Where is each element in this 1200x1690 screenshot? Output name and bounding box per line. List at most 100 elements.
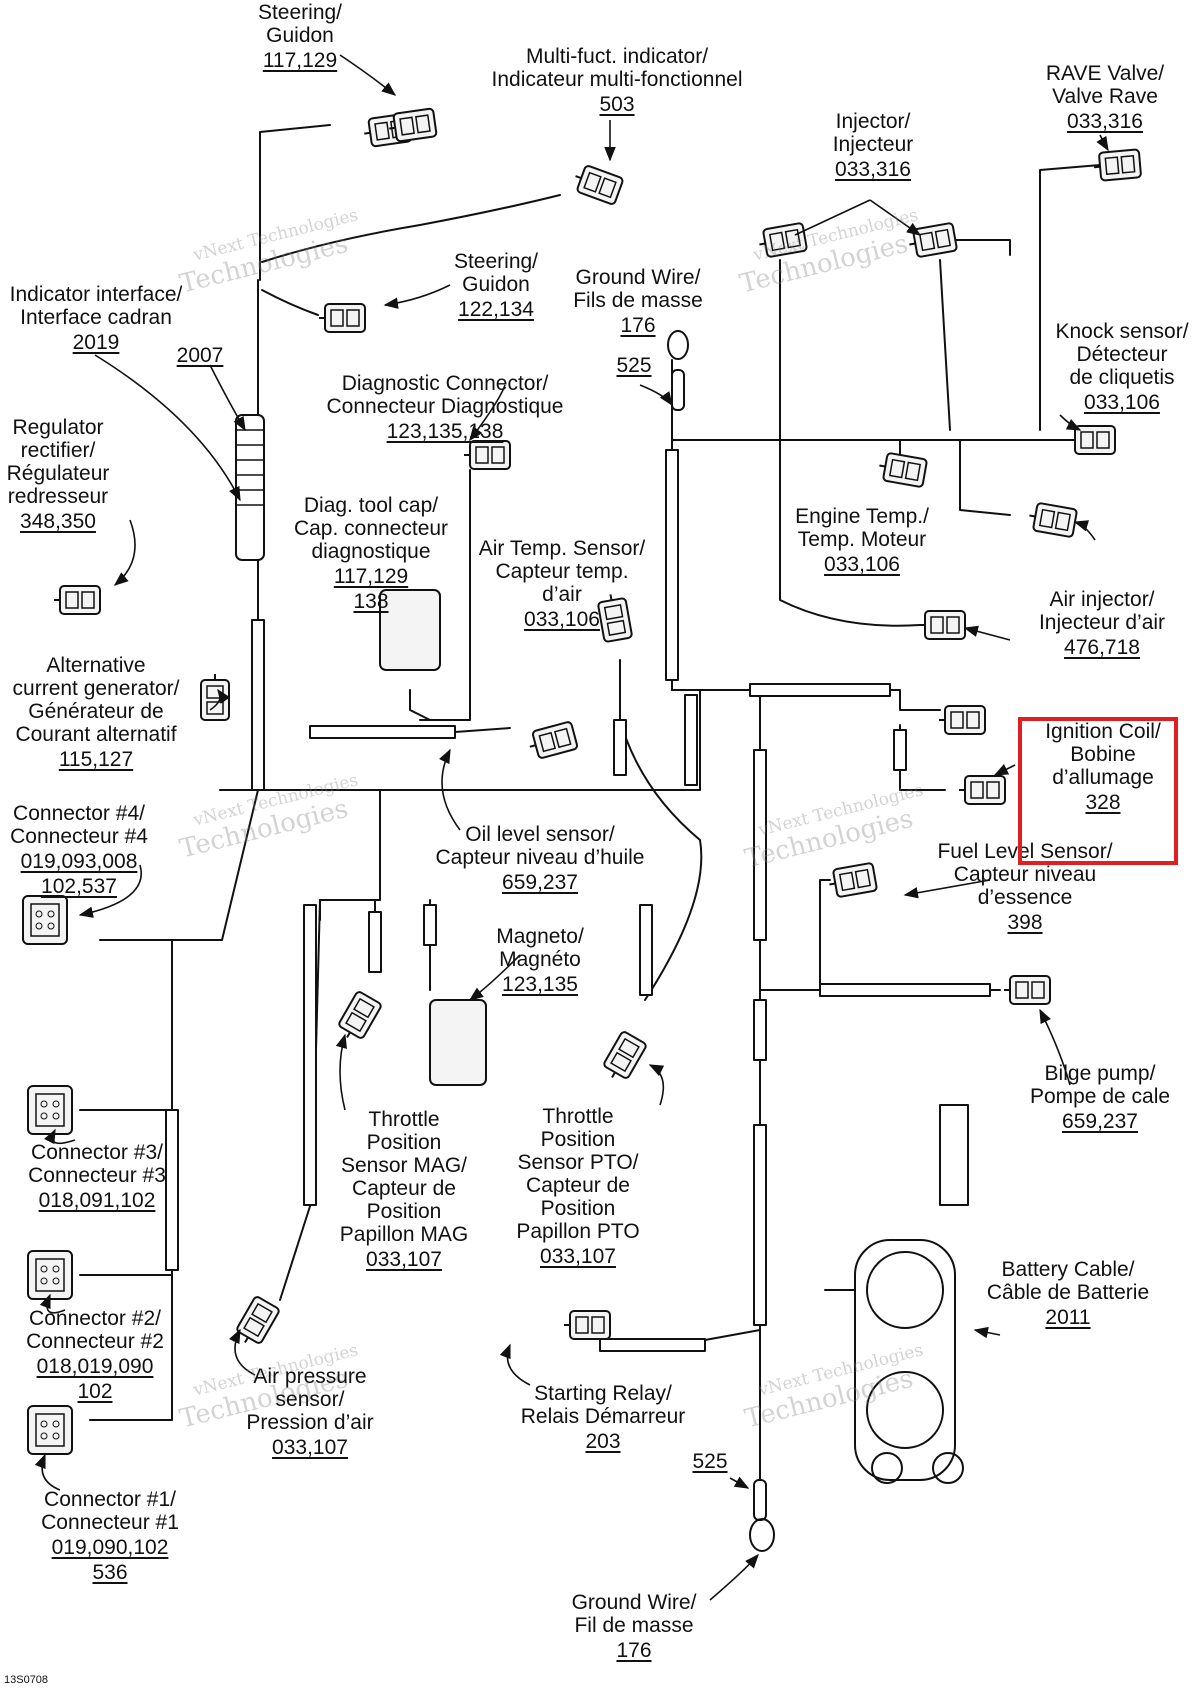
air-pressure-sensor-refs-number: 033,107 [272,1436,348,1459]
magneto-text-line: Magneto/ [496,925,584,948]
connector-1-refs2-number: 536 [92,1561,128,1584]
starting-relay-text-line: Starting Relay/ [534,1382,672,1405]
ignition-sleeve [893,729,907,771]
ignition-coil-refs-number: 328 [1085,791,1121,814]
engine-temp-text-line: Temp. Moteur [797,528,927,551]
throttle-position-sensor-pto-text-line: Throttle [542,1105,614,1128]
regulator-rectifier-text-line: Régulateur [6,462,110,485]
battery-terminal-1 [866,1251,944,1329]
fuel-level-wire [759,879,831,991]
connector-4-refs2-number: 102,537 [41,875,117,898]
steering-2-text-line: Steering/ [453,250,539,273]
connector-3-text-line: Connecteur #3 [28,1164,166,1187]
connector-4-refs-number: 019,093,008 [20,850,138,873]
rave-valve-text-line: Valve Rave [1052,85,1158,108]
diagnostic-connector-text-line: Diagnostic Connector/ [341,372,549,395]
pto-sleeve-2 [639,904,653,996]
starting-relay-text-line: Relais Démarreur [520,1405,686,1428]
indicator-interface-text-line: Indicator interface/ [9,283,183,306]
air-temp-wire [619,659,703,1001]
connector-3-refs-number: 018,091,102 [38,1189,156,1212]
steering-2-text-line: Guidon [462,273,530,296]
air-injector-text-line: Injecteur d’air [1038,611,1166,634]
rave-wire [1039,164,1101,431]
connector-1-text-line: Connector #1/ [44,1488,176,1511]
regulator-rectifier-text-line: rectifier/ [20,439,96,462]
oil-level-sensor-text-line: Oil level sensor/ [465,823,615,846]
mag-sleeve-2 [423,904,437,946]
ground-wire-2-text-line: Ground Wire/ [571,1591,697,1614]
center-sleeve-2 [684,694,698,786]
air-temp-sensor-text-line: Air Temp. Sensor/ [478,537,646,560]
mag-sleeve-1 [368,911,382,973]
magneto-text-line: Magnéto [499,948,581,971]
ref-525-top-tag: 525 [616,354,652,377]
steering-1-text-line: Steering/ [257,1,343,24]
battery-cable-text-line: Câble de Batterie [986,1281,1150,1304]
throttle-position-sensor-mag-text-line: Throttle [368,1108,440,1131]
battery-lug-ring-2 [932,1452,964,1484]
throttle-position-sensor-pto-text-line: Papillon PTO [516,1220,640,1243]
left-vertical-wire [89,939,173,1421]
steering2-wire [261,289,319,316]
battery-lug-ring-1 [871,1452,903,1484]
ref-2007-tag: 2007 [176,344,224,367]
air-pressure-sensor-text-line: sensor/ [275,1388,345,1411]
steering-2-refs-number: 122,134 [458,298,534,321]
air-injector-text-line: Air injector/ [1049,588,1155,611]
connector-1-refs-number: 019,090,102 [51,1536,169,1559]
ground-wire-2-text-line: Fil de masse [574,1614,694,1637]
knock-sensor-text-line: Détecteur [1076,343,1168,366]
ap-sleeve [303,904,317,1206]
lower-sleeve-2 [753,999,767,1061]
connector-2-text-line: Connector #2/ [29,1307,161,1330]
connector-2-text-line: Connecteur #2 [26,1330,164,1353]
ground-sleeve-bottom [753,1479,767,1521]
ground-ring-bottom [749,1518,775,1552]
connector-4-text-line: Connecteur #4 [10,825,148,848]
ref-525-bottom-tag: 525 [692,1450,728,1473]
bilge-pump-text-line: Bilge pump/ [1044,1062,1156,1085]
bilge-sleeve [819,983,991,997]
air-pressure-sensor-text-line: Pression d’air [246,1411,374,1434]
ignition-coil-text-line: Ignition Coil/ [1045,720,1161,743]
indicator-interface-text-line: Interface cadran [20,306,172,329]
throttle-position-sensor-pto-refs-number: 033,107 [540,1245,616,1268]
throttle-position-sensor-mag-text-line: Position [366,1200,442,1223]
left-diagonal-wire [99,789,259,941]
oil-level-sensor-refs-number: 659,237 [502,871,578,894]
bilge-pump-text-line: Pompe de cale [1029,1085,1171,1108]
throttle-position-sensor-pto-text-line: Capteur de [526,1174,630,1197]
steering-1-text-line: Guidon [266,24,334,47]
throttle-position-sensor-mag-text-line: Position [366,1131,442,1154]
diag-tool-cap-text-line: Diag. tool cap/ [303,494,439,517]
fuel-level-sensor-refs-number: 398 [1007,911,1043,934]
battery-lug [939,1104,969,1206]
ground-wire-1-refs-number: 176 [620,314,656,337]
multi-fuct-indicator-text-line: Multi-fuct. indicator/ [525,45,709,68]
connector-2-refs-number: 018,019,090 [36,1355,154,1378]
throttle-position-sensor-pto-text-line: Position [540,1197,616,1220]
bilge-pump-refs-number: 659,237 [1062,1110,1138,1133]
alternative-current-generator-text-line: current generator/ [12,677,180,700]
